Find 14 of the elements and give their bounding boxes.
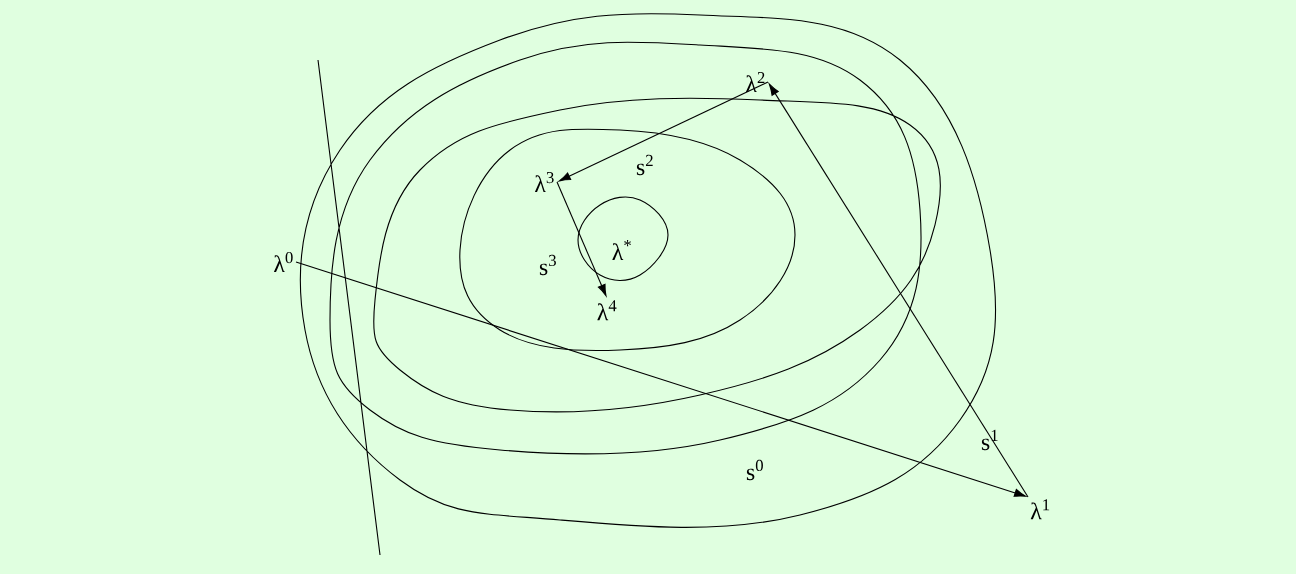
edge-label: s$^{0}$	[746, 459, 763, 481]
point-label: λ$^{2}$	[746, 71, 765, 93]
edge-label: s$^{3}$	[539, 254, 556, 276]
point-label: λ$^{0}$	[274, 251, 293, 273]
arrow	[556, 181, 607, 297]
arrow	[768, 83, 1029, 498]
point-label: λ$^{4}$	[597, 300, 617, 321]
edge-label: s$^{1}$	[981, 429, 998, 451]
edge-label: s$^{2}$	[636, 154, 653, 176]
point-label: λ$^{1}$	[1030, 499, 1050, 520]
optimum-label: λ$^{*}$	[612, 240, 631, 260]
arrow	[295, 261, 1027, 497]
arrow	[558, 81, 769, 182]
point-label: λ$^{3}$	[535, 171, 554, 193]
